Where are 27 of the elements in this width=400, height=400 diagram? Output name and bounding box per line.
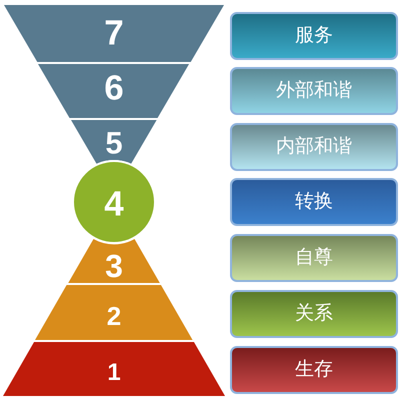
level-label: 关系: [295, 304, 333, 324]
level-number: 3: [105, 250, 123, 282]
level-label: 内部和谐: [276, 136, 352, 158]
pyramid-band: [35, 285, 193, 340]
funnel-band: [38, 64, 190, 118]
pyramid-band: [68, 238, 160, 283]
level-label: 服务: [295, 26, 333, 46]
level-box: [230, 234, 398, 282]
level-number: 6: [104, 70, 124, 105]
level-number: 1: [107, 361, 121, 385]
level-box: [230, 67, 398, 115]
level-label: 自尊: [295, 248, 333, 268]
funnel-band: [71, 120, 157, 164]
level-box: [230, 290, 398, 338]
level-number: 4: [104, 186, 124, 222]
pyramid-band: [3, 342, 225, 396]
level-number: 7: [104, 15, 124, 50]
level-box: [230, 346, 398, 394]
level-number: 5: [105, 127, 123, 158]
level-label: 生存: [295, 360, 333, 380]
level-number: 2: [106, 303, 122, 329]
level-label: 外部和谐: [276, 80, 352, 102]
level-box: [230, 178, 398, 226]
level-label: 转换: [295, 192, 333, 212]
level-box: [230, 123, 398, 171]
level-box: [230, 12, 398, 60]
funnel-band: [4, 5, 224, 62]
